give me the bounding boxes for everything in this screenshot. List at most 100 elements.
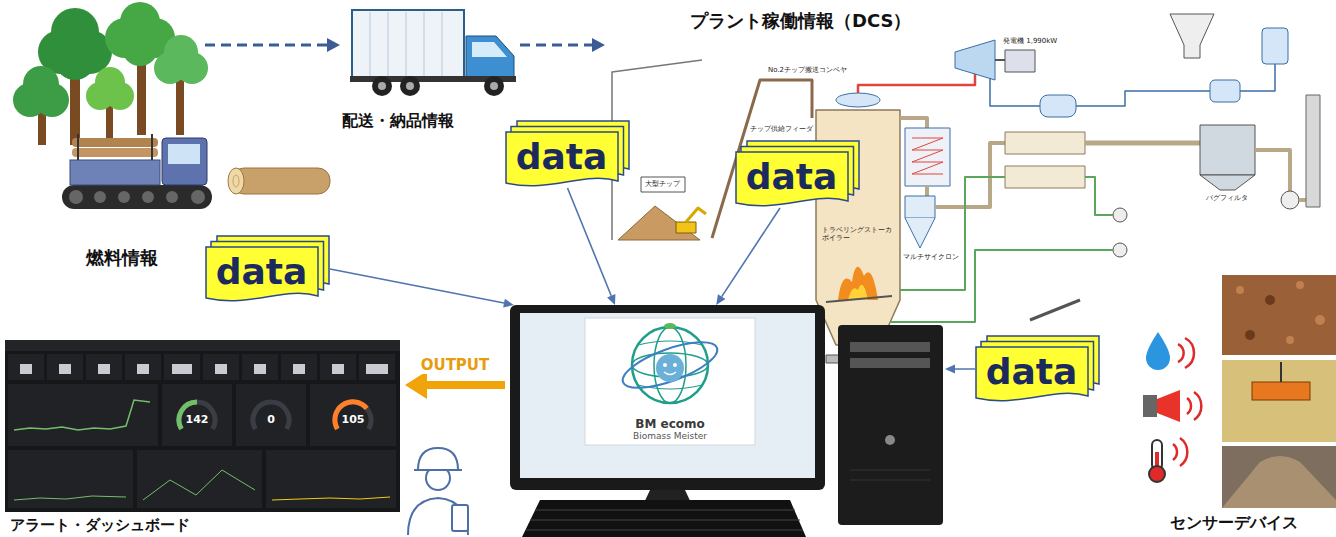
equipment-label: バグフィルタ xyxy=(1206,194,1248,202)
truck xyxy=(350,10,516,96)
sensor-photos-part xyxy=(1286,336,1294,344)
forest-part xyxy=(55,40,95,80)
sensor-icons-part xyxy=(1173,444,1177,460)
plant-illustration-part xyxy=(641,177,685,192)
supply-flow-arrow xyxy=(520,43,592,46)
plant-illustration-part xyxy=(905,196,935,218)
dashboard-screenshot-part xyxy=(14,496,126,500)
log-part xyxy=(228,168,244,194)
dashboard-screenshot-part-part xyxy=(215,364,227,374)
computer-part xyxy=(850,342,930,352)
sensor-photos-part xyxy=(1222,446,1336,508)
computer-part-part xyxy=(526,530,803,531)
log-part xyxy=(232,168,330,194)
dashboard-screenshot-part-part xyxy=(366,364,388,374)
label-slot: 大型チップ xyxy=(645,180,680,188)
plant-illustration-part xyxy=(826,296,892,302)
label-slot: 発電機 1,990kW xyxy=(1003,37,1057,45)
truck-part xyxy=(352,10,464,78)
sensor-icons xyxy=(1143,332,1201,482)
log-part xyxy=(233,175,239,187)
plant-illustration-part xyxy=(955,40,995,80)
forestry-machine-part xyxy=(62,185,212,209)
dashboard-screenshot-part-part xyxy=(98,364,110,374)
data-flow-arrow xyxy=(955,368,975,370)
computer xyxy=(510,305,943,537)
forestry-machine-part xyxy=(77,134,79,160)
sensor-icons-part xyxy=(1146,332,1170,370)
plant-illustration-part xyxy=(1113,208,1127,222)
logo-globe-part xyxy=(585,318,755,445)
plant-illustration-part xyxy=(686,208,706,222)
sensor-photos-part xyxy=(1236,286,1244,294)
forestry-machine-part xyxy=(166,191,178,203)
logo-globe-part xyxy=(654,327,686,403)
forestry-machine-part xyxy=(72,148,158,157)
truck-part xyxy=(442,12,443,76)
computer-part-part xyxy=(530,520,800,521)
dashboard-screenshot-part xyxy=(242,354,278,380)
plant-illustration-part xyxy=(1113,243,1127,257)
data-document: data xyxy=(975,335,1100,403)
plant-system: プラント稼働情報（DCS） xyxy=(605,5,1336,400)
node-title: プラント稼働情報（DCS） xyxy=(690,10,911,32)
dashboard-screenshot-part xyxy=(5,340,400,512)
sensor-icons-part xyxy=(1149,466,1165,482)
dashboard-screenshot-part-part xyxy=(137,364,149,374)
plant-illustration-part xyxy=(1306,95,1320,207)
plant-illustration-part xyxy=(838,267,878,300)
dashboard-screenshot-part-part xyxy=(293,364,305,374)
edge-label-slot: OUTPUT xyxy=(418,356,493,374)
logo-globe-part xyxy=(664,372,676,375)
dashboard-screenshot-part xyxy=(320,354,356,380)
logo-globe-part xyxy=(632,327,708,403)
logo-globe-part xyxy=(618,333,723,397)
supply-flow-arrow xyxy=(205,44,327,47)
dashboard-screenshot-part xyxy=(47,354,83,380)
computer-part xyxy=(526,510,803,530)
gauge-value: 105 xyxy=(333,413,373,426)
dashboard-screenshot-part xyxy=(8,354,44,380)
computer-part xyxy=(885,435,895,445)
equipment-label: チップ供給フィーダ xyxy=(750,125,813,133)
gauge-value: 0 xyxy=(251,413,291,426)
dashboard-screenshot-part-part xyxy=(332,364,344,374)
truck-part xyxy=(372,76,392,96)
gauge-value: 142 xyxy=(177,413,217,426)
plant-illustration-part xyxy=(1005,132,1085,154)
plant-illustration-part xyxy=(618,206,700,240)
plant-illustration-part xyxy=(1210,80,1240,102)
data-label: data xyxy=(986,354,1078,390)
label-slot: マルチサイクロン xyxy=(903,253,959,261)
forest-part xyxy=(176,75,184,135)
sensor-photos-part xyxy=(1252,382,1310,400)
label-slot: 142 xyxy=(177,413,217,426)
plant-illustration-part xyxy=(1085,141,1200,146)
sensor-icons-part xyxy=(1187,398,1191,414)
data-flow-arrow xyxy=(330,269,504,303)
dashboard-screenshot-part xyxy=(164,354,200,380)
computer-part xyxy=(838,325,943,525)
sensor-photos-part xyxy=(1296,281,1304,289)
truck-part xyxy=(484,76,504,96)
label-slot: No.2チップ搬送コンベヤ xyxy=(768,66,847,74)
dashboard-screenshot-part xyxy=(266,450,396,508)
plant-illustration-part xyxy=(905,128,950,186)
data-label: data xyxy=(216,254,308,290)
forestry-machine-part xyxy=(94,191,106,203)
equipment-label: トラベリングストーカボイラー xyxy=(822,226,896,243)
forest-part xyxy=(70,70,80,145)
sensor-photos-part xyxy=(1222,456,1336,508)
sensor-photos-part xyxy=(1222,360,1336,442)
dashboard-screenshot-part xyxy=(8,450,133,508)
document-sheet xyxy=(506,132,618,186)
truck-part xyxy=(370,12,371,76)
data-label: data xyxy=(516,139,608,175)
truck-part xyxy=(472,42,507,57)
forest-part xyxy=(122,30,158,66)
dashboard-screenshot-part xyxy=(125,354,161,380)
sensor-icons-part xyxy=(1178,344,1184,362)
plant-illustration-part xyxy=(900,118,927,128)
forestry-machine-part xyxy=(69,190,83,204)
